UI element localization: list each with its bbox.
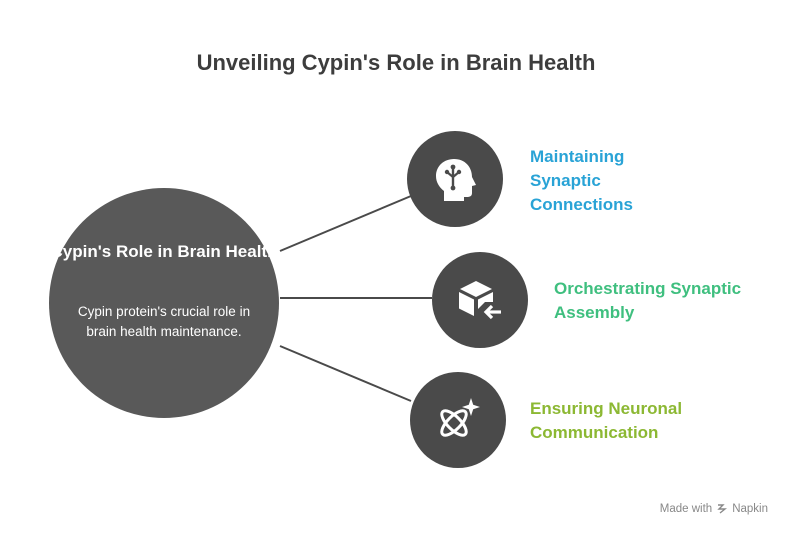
- napkin-logo-icon: [717, 504, 728, 514]
- hub-title: Cypin's Role in Brain Health: [50, 242, 278, 261]
- footer-watermark: Made with Napkin: [660, 503, 768, 515]
- box-arrow-icon: [432, 252, 528, 348]
- central-hub: Cypin's Role in Brain Health Cypin prote…: [49, 188, 279, 418]
- hub-description: Cypin protein's crucial role in brain he…: [77, 304, 251, 339]
- branch-label-1: Maintaining Synaptic Connections: [530, 147, 633, 214]
- branch-label-3: Ensuring Neuronal Communication: [530, 399, 683, 442]
- page-title: Unveiling Cypin's Role in Brain Health: [196, 50, 596, 75]
- connector-line-1: [279, 195, 412, 252]
- atom-sparkle-icon: [410, 372, 506, 468]
- head-neuron-icon: [407, 131, 503, 227]
- connector-line-3: [279, 345, 412, 402]
- made-with-text: Made with: [659, 503, 713, 515]
- branch-label-2: Orchestrating Synaptic Assembly: [554, 279, 742, 322]
- napkin-brand-text: Napkin: [732, 503, 768, 515]
